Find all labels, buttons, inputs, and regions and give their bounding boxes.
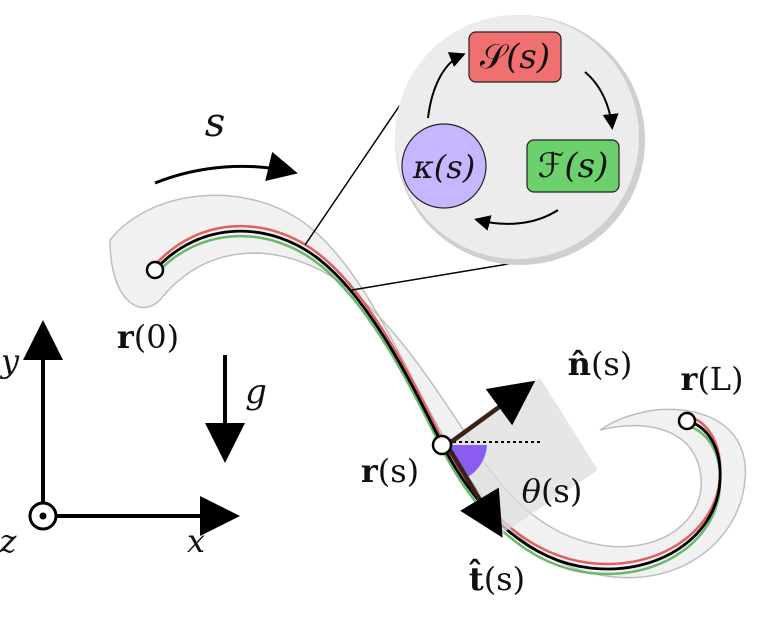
end-point [677, 411, 697, 431]
rod-envelope [109, 194, 747, 579]
cycle-arrow-S-to-F [584, 71, 619, 130]
mid-point [431, 434, 453, 456]
angle-label: θ(s) [522, 472, 583, 510]
inset-leader-top [304, 104, 401, 246]
mid-point-label: r(s) [361, 452, 419, 490]
z-axis-dot [39, 512, 47, 520]
z-axis-label: z [0, 522, 18, 560]
inset-S-label: 𝒮(s) [480, 37, 550, 77]
inset-K-label: κ(s) [412, 148, 475, 186]
inset-leader-bottom [351, 261, 521, 291]
inset-K-circle [401, 123, 487, 209]
tangent-arrow [445, 443, 503, 538]
normal-label: n̂(s) [568, 345, 633, 383]
x-axis-label: x [187, 522, 205, 560]
gravity-label: g [245, 372, 267, 412]
end-point-label: r(L) [680, 360, 743, 398]
arclength-arrow [154, 151, 298, 185]
tangent-label: t̂(s) [469, 558, 525, 598]
inset-F-label: ℱ(s) [538, 146, 609, 186]
start-point-label: r(0) [117, 318, 179, 356]
normal-arrow [445, 380, 536, 447]
inset-S-box [468, 31, 562, 83]
y-axis-label: y [0, 342, 20, 380]
angle-wedge [447, 445, 487, 478]
cycle-arrow-K-to-S [427, 52, 466, 119]
cycle-arrow-F-to-K [474, 209, 559, 231]
arclength-label: s [205, 100, 226, 146]
inset-F-box [526, 139, 620, 193]
start-point [145, 260, 165, 280]
